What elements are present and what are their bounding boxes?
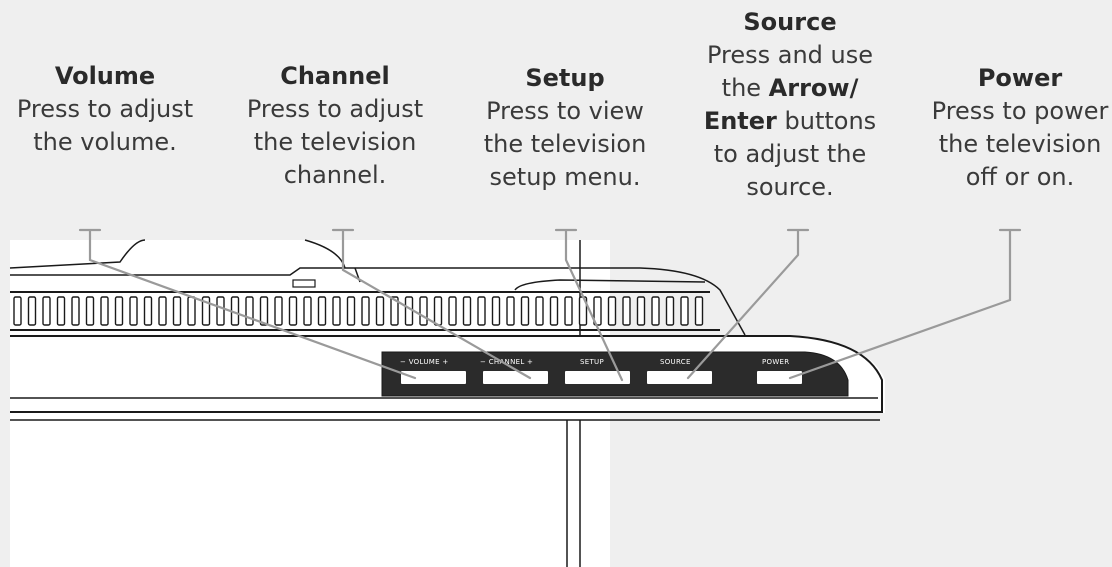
vent-slot — [622, 296, 631, 326]
vent-slot — [419, 296, 428, 326]
vent-slot — [303, 296, 312, 326]
setup-callout: Setup Press to view the television setup… — [465, 62, 665, 194]
power-panel-label: POWER — [762, 358, 789, 366]
volume-leader — [78, 228, 417, 380]
channel-desc-line-3: channel. — [283, 161, 387, 189]
vent-slot — [172, 296, 182, 326]
vent-slot — [288, 296, 298, 326]
power-title: Power — [977, 64, 1063, 92]
source-leader — [686, 228, 810, 380]
vent-slot — [535, 296, 544, 326]
vent-slot — [462, 296, 472, 326]
power-leader — [788, 228, 1022, 380]
channel-callout: Channel Press to adjust the television c… — [235, 60, 435, 192]
tv-bezel-outline — [10, 335, 883, 413]
vent-slot — [390, 296, 399, 326]
vent-slot — [42, 296, 51, 326]
vent-slot — [216, 296, 225, 326]
vent-slot — [13, 296, 22, 326]
vent-slot — [245, 296, 254, 326]
source-buttons-text: buttons — [776, 107, 877, 135]
vent-slot — [346, 296, 356, 326]
vent-slot — [361, 296, 370, 326]
vent-slot — [114, 296, 124, 326]
vent-slot — [665, 296, 675, 326]
vent-slot — [85, 296, 95, 326]
rear-ridge — [514, 279, 706, 291]
vent-slot — [564, 296, 573, 326]
source-the-text: the — [721, 74, 769, 102]
vent-slot — [100, 296, 109, 326]
source-button[interactable] — [647, 371, 712, 384]
vent-slot — [187, 296, 196, 326]
volume-panel-label: − VOLUME + — [400, 358, 449, 366]
source-desc-line-3: Enter buttons — [690, 105, 890, 138]
vent-slots — [13, 296, 704, 326]
vent-slot — [506, 296, 515, 326]
vent-slot — [491, 296, 501, 326]
power-desc-line-3: off or on. — [965, 163, 1075, 191]
channel-title: Channel — [280, 62, 390, 90]
vent-slot — [375, 296, 385, 326]
vent-slot — [433, 296, 443, 326]
source-desc-line-5: source. — [746, 173, 834, 201]
source-panel-label: SOURCE — [660, 358, 691, 366]
vent-slot — [201, 296, 211, 326]
setup-leader — [554, 228, 624, 382]
vent-slot — [651, 296, 660, 326]
vent-slot — [448, 296, 457, 326]
volume-callout: Volume Press to adjust the volume. — [10, 60, 200, 159]
vent-slot — [680, 296, 689, 326]
channel-desc-line-1: Press to adjust — [246, 95, 424, 123]
volume-button[interactable] — [401, 371, 466, 384]
setup-panel-label: SETUP — [580, 358, 604, 366]
volume-title: Volume — [54, 62, 156, 90]
setup-desc-line-3: setup menu. — [489, 163, 641, 191]
vent-slot — [259, 296, 269, 326]
leader-lines — [78, 228, 1022, 382]
volume-desc-line-1: Press to adjust — [16, 95, 194, 123]
vent-slot — [27, 296, 37, 326]
power-desc-line-1: Press to power — [931, 97, 1109, 125]
volume-desc-line-2: the volume. — [33, 128, 177, 156]
vent-slot — [56, 296, 66, 326]
vent-slot — [694, 296, 704, 326]
power-button[interactable] — [757, 371, 802, 384]
power-desc-line-2: the television — [938, 130, 1102, 158]
vent-slot — [607, 296, 617, 326]
vent-slot — [143, 296, 153, 326]
source-desc-line-1: Press and use — [706, 41, 874, 69]
vent-slot — [71, 296, 80, 326]
setup-button[interactable] — [565, 371, 630, 384]
source-enter-bold: Enter — [703, 107, 777, 135]
vent-slot — [317, 296, 327, 326]
vent-slot — [158, 296, 167, 326]
source-title: Source — [743, 8, 837, 36]
source-desc-line-4: to adjust the — [713, 140, 867, 168]
vent-slot — [332, 296, 341, 326]
channel-leader — [331, 228, 532, 380]
setup-title: Setup — [525, 64, 605, 92]
channel-button[interactable] — [483, 371, 548, 384]
vent-slot — [129, 296, 138, 326]
source-arrow-bold: Arrow/ — [768, 74, 859, 102]
setup-desc-line-1: Press to view — [486, 97, 644, 125]
rear-housing — [9, 239, 746, 336]
setup-desc-line-2: the television — [483, 130, 647, 158]
small-connector — [292, 279, 316, 288]
vent-slot — [636, 296, 646, 326]
source-desc-line-2: the Arrow/ — [690, 72, 890, 105]
vent-slot — [404, 296, 414, 326]
vent-slot — [477, 296, 486, 326]
channel-desc-line-2: the television — [253, 128, 417, 156]
vent-slot — [274, 296, 283, 326]
vent-slot — [520, 296, 530, 326]
channel-panel-label: − CHANNEL + — [480, 358, 533, 366]
source-callout: Source Press and use the Arrow/ Enter bu… — [690, 6, 890, 204]
vent-slot — [549, 296, 559, 326]
power-callout: Power Press to power the television off … — [920, 62, 1112, 194]
